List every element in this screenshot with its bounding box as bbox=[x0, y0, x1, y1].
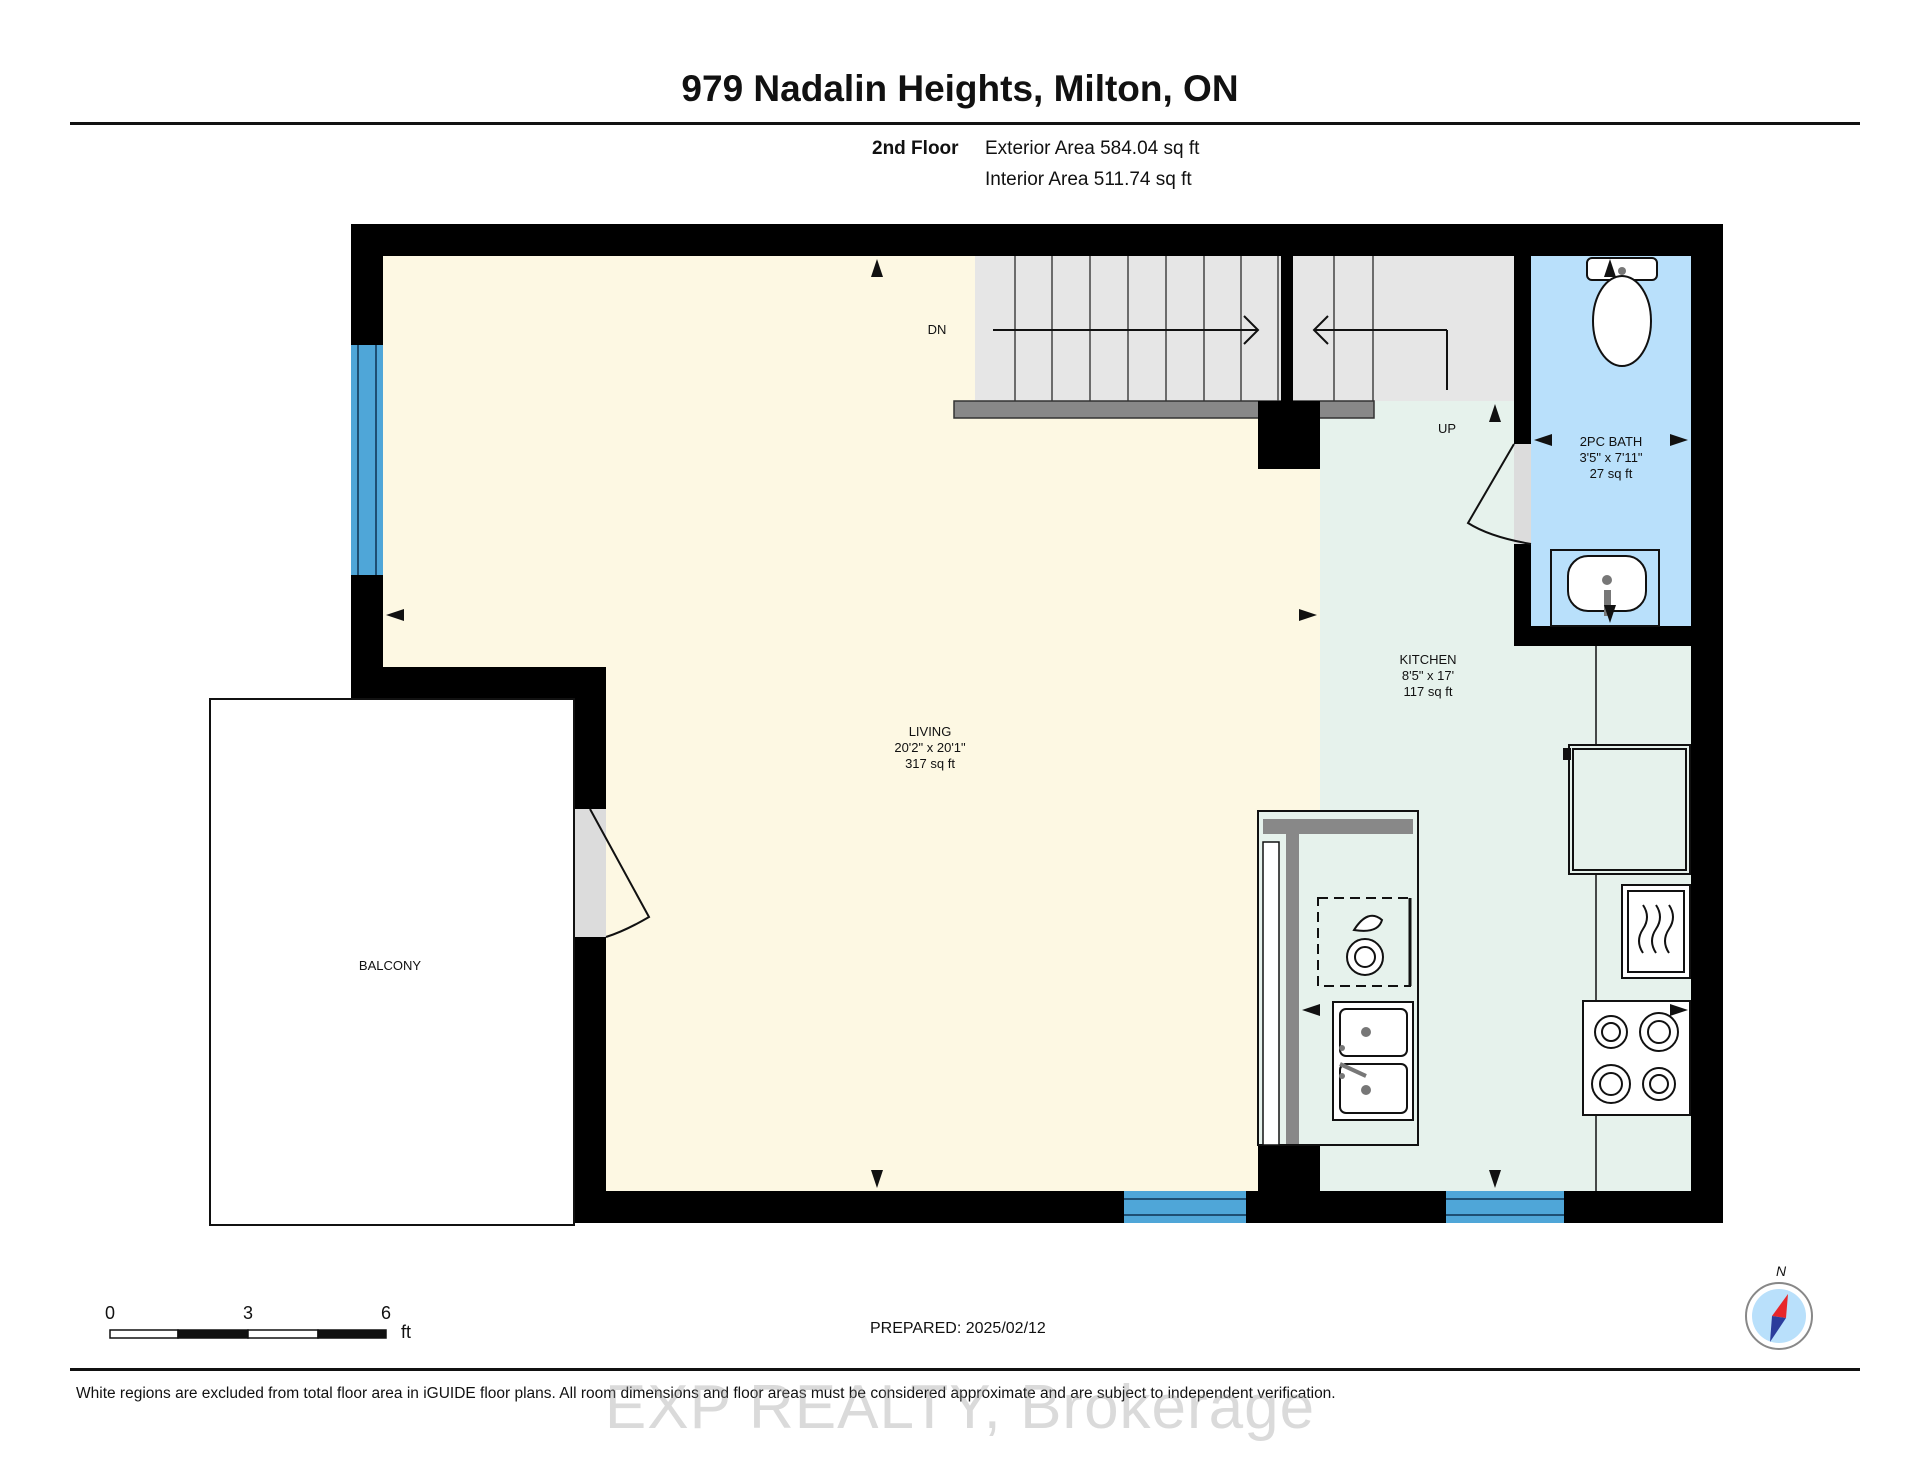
compass-north: N bbox=[1776, 1263, 1787, 1279]
prepared-date: PREPARED: 2025/02/12 bbox=[870, 1320, 1046, 1337]
watermark: EXP REALTY, Brokerage bbox=[604, 1373, 1316, 1442]
disclaimer: White regions are excluded from total fl… bbox=[76, 1385, 1336, 1402]
kitchen-name: KITCHEN bbox=[1399, 652, 1457, 667]
kitchen-label: KITCHEN 8'5" x 17' 117 sq ft bbox=[1378, 652, 1478, 700]
page-title: 979 Nadalin Heights, Milton, ON bbox=[681, 68, 1239, 109]
toilet bbox=[1586, 257, 1658, 367]
bath-door-swing bbox=[1466, 443, 1532, 545]
microwave bbox=[1621, 884, 1691, 979]
dimension-arrows bbox=[386, 259, 1688, 1188]
balcony-outline bbox=[209, 698, 575, 1226]
balcony-door-swing bbox=[589, 808, 651, 938]
interior-area: Interior Area 511.74 sq ft bbox=[985, 169, 1192, 190]
refrigerator bbox=[1563, 744, 1691, 875]
living-label: LIVING 20'2" x 20'1" 317 sq ft bbox=[880, 724, 980, 772]
stair-arrows bbox=[993, 315, 1448, 390]
scale-unit: ft bbox=[401, 1322, 412, 1342]
living-area: 317 sq ft bbox=[905, 756, 955, 771]
scale-label-0: 0 bbox=[105, 1303, 116, 1323]
stairs-down-label: DN bbox=[927, 322, 947, 337]
bath-label: 2PC BATH 3'5" x 7'11" 27 sq ft bbox=[1561, 434, 1661, 482]
windows bbox=[351, 345, 1564, 1223]
footer-rule bbox=[70, 1368, 1860, 1371]
dishwasher bbox=[1317, 897, 1412, 987]
counter-edge-top bbox=[1263, 819, 1413, 834]
kitchen-sink bbox=[1332, 1001, 1414, 1121]
scale-label-3: 3 bbox=[243, 1303, 254, 1323]
bath-area: 27 sq ft bbox=[1589, 466, 1633, 481]
balcony-door-gap bbox=[573, 809, 606, 937]
living-dims: 20'2" x 20'1" bbox=[894, 740, 966, 755]
balcony-label: BALCONY bbox=[358, 958, 422, 973]
stairs-up-label: UP bbox=[1437, 421, 1457, 436]
exterior-area: Exterior Area 584.04 sq ft bbox=[985, 138, 1200, 159]
stove bbox=[1582, 1000, 1691, 1116]
bath-door-gap bbox=[1514, 444, 1531, 544]
floor-label: 2nd Floor bbox=[872, 138, 959, 159]
bath-name: 2PC BATH bbox=[1579, 434, 1643, 449]
living-name: LIVING bbox=[908, 724, 952, 739]
counter-edge-side bbox=[1286, 834, 1299, 1144]
stair-treads bbox=[1014, 256, 1374, 401]
scale-label-6: 6 bbox=[381, 1303, 392, 1323]
kitchen-area: 117 sq ft bbox=[1403, 684, 1453, 699]
scale-bar bbox=[109, 1329, 387, 1339]
kitchen-dims: 8'5" x 17' bbox=[1401, 668, 1455, 683]
title-rule bbox=[70, 122, 1860, 125]
bath-dims: 3'5" x 7'11" bbox=[1579, 450, 1643, 465]
stairs-area bbox=[975, 256, 1514, 401]
compass-icon bbox=[1745, 1282, 1813, 1350]
bath-sink bbox=[1550, 549, 1660, 627]
